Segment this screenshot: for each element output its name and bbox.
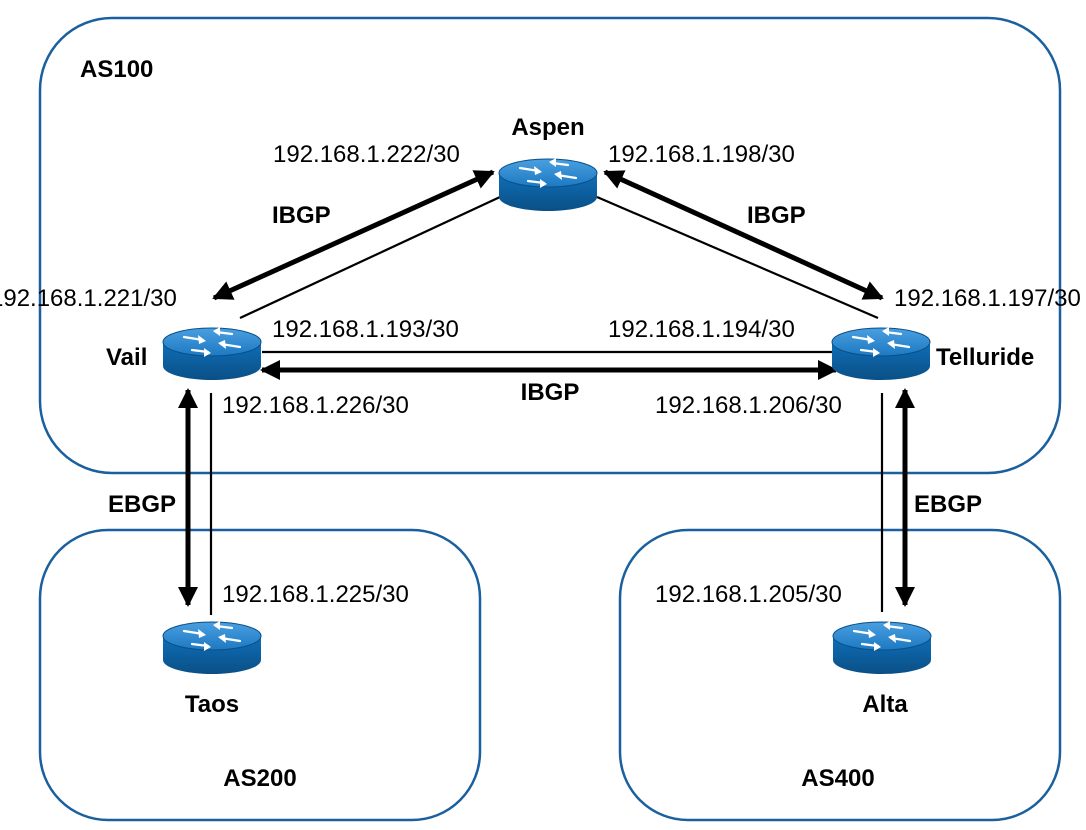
router-icon — [161, 325, 263, 382]
as200-boundary — [38, 528, 482, 822]
as100-label: AS100 — [80, 56, 153, 83]
router-label-aspen: Aspen — [511, 114, 584, 141]
as400-boundary — [618, 528, 1062, 822]
bgp-sessions — [178, 169, 915, 607]
ip-label-vail-to-aspen: 192.168.1.221/30 — [0, 285, 177, 312]
router-label-alta: Alta — [862, 691, 908, 718]
link-aspen-telluride — [596, 195, 879, 320]
ip-label-aspen-to-vail: 192.168.1.222/30 — [273, 141, 460, 168]
ip-label-vail-to-telluride: 192.168.1.193/30 — [272, 316, 459, 343]
as200-label: AS200 — [223, 765, 296, 792]
session-label-vail-telluride: IBGP — [521, 379, 580, 406]
router-icon — [497, 156, 599, 213]
session-arrow-aspen-telluride — [603, 169, 884, 301]
ip-label-alta-to-telluride: 192.168.1.205/30 — [655, 581, 842, 608]
ip-label-taos-to-vail: 192.168.1.225/30 — [222, 581, 409, 608]
router-label-telluride: Telluride — [936, 344, 1034, 371]
ip-label-aspen-to-telluride: 192.168.1.198/30 — [608, 141, 795, 168]
ip-label-telluride-to-alta: 192.168.1.206/30 — [655, 392, 842, 419]
router-icon — [161, 619, 263, 676]
session-label-vail-taos: EBGP — [108, 491, 176, 518]
as100-boundary — [38, 16, 1062, 475]
router-label-vail: Vail — [106, 344, 147, 371]
ip-label-telluride-to-aspen: 192.168.1.197/30 — [894, 285, 1081, 312]
router-label-taos: Taos — [185, 691, 239, 718]
session-label-vail-aspen: IBGP — [272, 202, 331, 229]
router-icon — [831, 619, 933, 676]
session-label-aspen-telluride: IBGP — [747, 202, 806, 229]
session-arrow-vail-aspen — [212, 169, 495, 301]
router-icon — [830, 325, 932, 382]
as400-label: AS400 — [801, 765, 874, 792]
session-label-telluride-alta: EBGP — [914, 491, 982, 518]
ip-label-vail-to-taos: 192.168.1.226/30 — [222, 392, 409, 419]
ip-label-telluride-to-vail: 192.168.1.194/30 — [608, 316, 795, 343]
